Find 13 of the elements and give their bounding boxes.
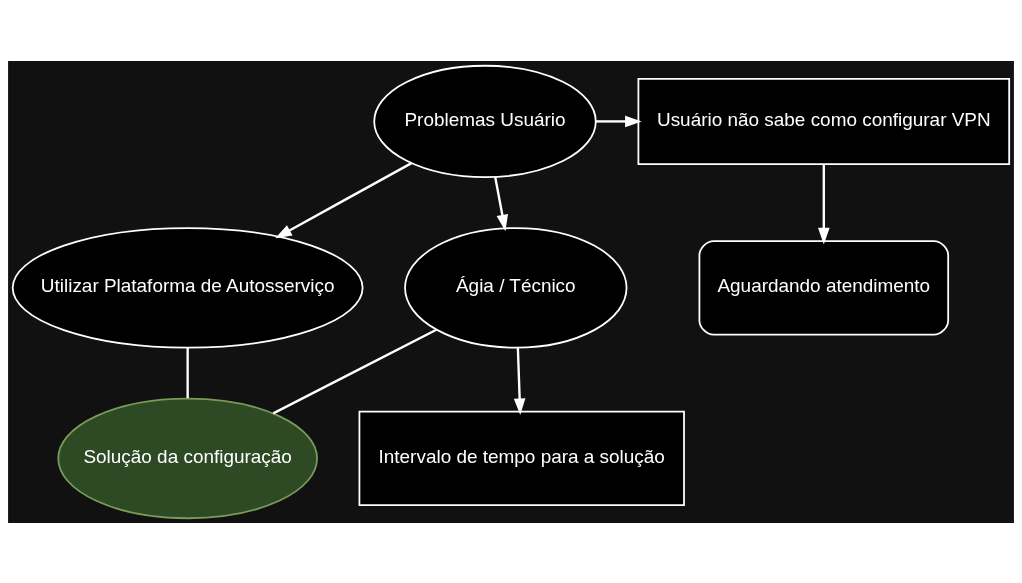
arrow — [595, 115, 642, 127]
arrow — [494, 176, 509, 231]
node-box: Aguardando atendimento — [698, 239, 950, 336]
node-ellipse: Solução da configuração — [57, 397, 318, 519]
arrow — [817, 163, 830, 244]
connector — [272, 328, 437, 414]
node-ellipse: Problemas Usuário — [373, 64, 597, 178]
arrow — [513, 347, 526, 415]
arrow — [275, 161, 413, 238]
connector — [186, 347, 189, 398]
node-box: Usuário não sabe como configurar VPN — [637, 77, 1011, 165]
node-box: Intervalo de tempo para a solução — [358, 410, 685, 506]
node-ellipse: Ágia / Técnico — [404, 226, 628, 349]
